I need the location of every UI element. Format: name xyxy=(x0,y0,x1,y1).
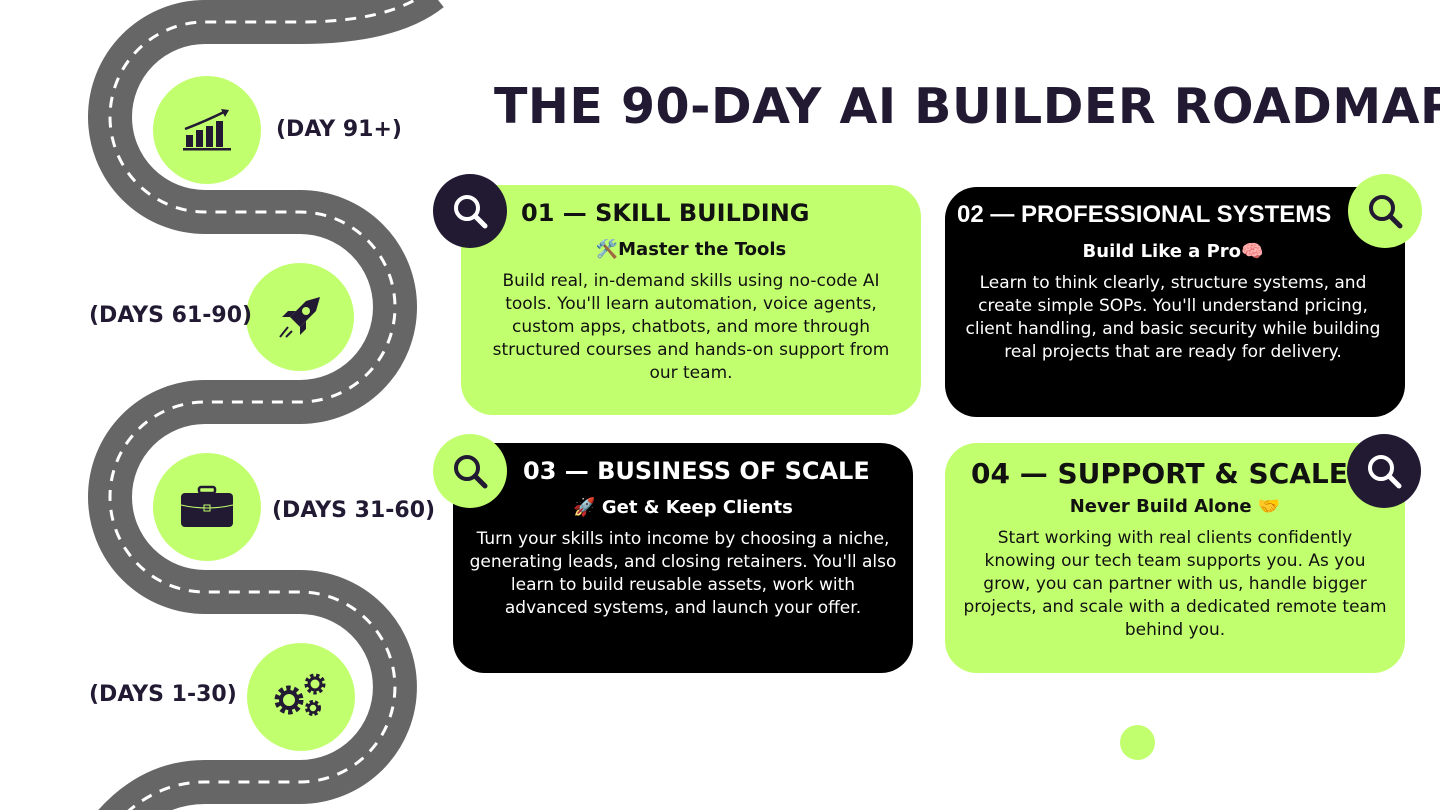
search-icon xyxy=(1368,455,1402,489)
card-skill-building: 01 — SKILL BUILDING 🛠️Master the Tools B… xyxy=(461,185,921,415)
card-subtitle: Never Build Alone 🤝 xyxy=(1069,496,1281,517)
search-badge xyxy=(1347,434,1421,508)
stage-label: (DAYS 1-30) xyxy=(89,682,237,707)
card-subtitle: Build Like a Pro🧠 xyxy=(1082,241,1264,262)
road-path xyxy=(88,0,444,810)
card-professional-systems: 02 — PROFESSIONAL SYSTEMS Build Like a P… xyxy=(945,187,1405,417)
card-heading: 04 — SUPPORT & SCALE xyxy=(971,457,1348,490)
card-heading: 02 — PROFESSIONAL SYSTEMS xyxy=(957,201,1332,228)
search-badge xyxy=(433,434,507,508)
search-icon xyxy=(1369,195,1403,229)
stage-label: (DAYS 31-60) xyxy=(272,498,436,523)
card-subtitle: 🚀 Get & Keep Clients xyxy=(573,497,793,518)
card-body: Build real, in-demand skills using no-co… xyxy=(492,271,890,383)
card-body: Turn your skills into income by choosing… xyxy=(469,529,897,618)
search-badge xyxy=(433,174,507,248)
rocket-icon xyxy=(279,297,320,338)
card-heading: 03 — BUSINESS OF SCALE xyxy=(523,457,870,485)
search-icon xyxy=(454,195,488,229)
stage-day-91-plus xyxy=(153,76,261,184)
stage-label: (DAYS 61-90) xyxy=(89,303,253,328)
page-title: THE 90-DAY AI BUILDER ROADMAP xyxy=(494,78,1440,135)
stage-label: (DAY 91+) xyxy=(276,117,402,142)
stage-days-31-60 xyxy=(153,453,261,561)
stage-days-1-30 xyxy=(247,643,355,751)
card-heading: 01 — SKILL BUILDING xyxy=(521,199,810,227)
card-subtitle: 🛠️Master the Tools xyxy=(595,239,787,260)
search-icon xyxy=(454,455,488,489)
stage-days-61-90 xyxy=(246,263,354,371)
search-badge xyxy=(1348,174,1422,248)
card-business-of-scale: 03 — BUSINESS OF SCALE 🚀 Get & Keep Clie… xyxy=(453,443,913,673)
card-support-and-scale: 04 — SUPPORT & SCALE Never Build Alone 🤝… xyxy=(945,443,1405,673)
card-body: Learn to think clearly, structure system… xyxy=(965,273,1381,362)
briefcase-icon xyxy=(180,485,234,527)
decorative-dot xyxy=(1120,725,1155,760)
growth-chart-icon xyxy=(183,109,231,151)
card-body: Start working with real clients confiden… xyxy=(963,528,1387,640)
gears-icon xyxy=(274,673,326,716)
